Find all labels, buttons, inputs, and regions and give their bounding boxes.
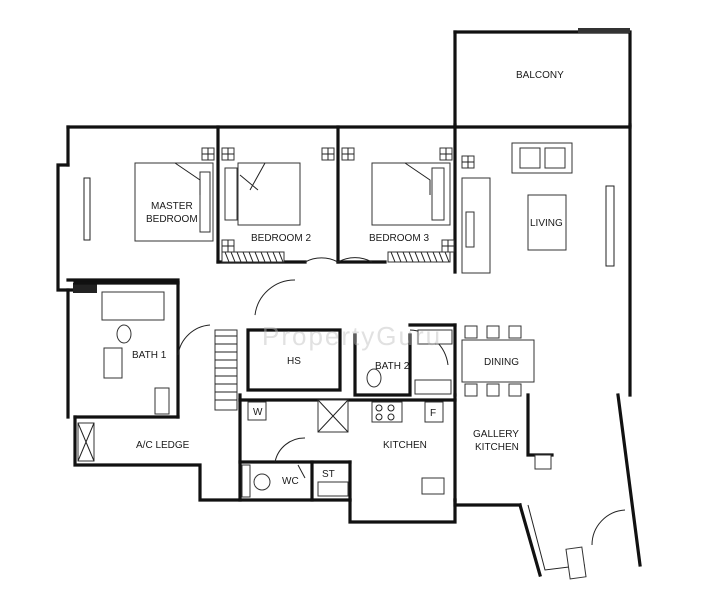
windows <box>214 251 451 411</box>
label-wc: WC <box>282 476 299 487</box>
label-gallery-kitchen-2: KITCHEN <box>475 442 519 453</box>
label-master-bedroom-1: MASTER <box>151 201 193 212</box>
tv-console <box>527 194 567 251</box>
label-gallery-kitchen-1: GALLERY <box>473 429 519 440</box>
fridge <box>424 401 444 423</box>
watermark: PropertyGuru <box>262 321 442 351</box>
bath2-toilet <box>366 368 382 388</box>
bedroom2-bed <box>237 162 301 226</box>
label-living: LIVING <box>530 218 563 229</box>
label-bedroom-2: BEDROOM 2 <box>251 233 311 244</box>
dining-table <box>461 339 535 383</box>
columns <box>201 147 475 253</box>
label-bedroom-3: BEDROOM 3 <box>369 233 429 244</box>
label-w: W <box>253 407 263 418</box>
w-machine <box>247 401 267 421</box>
outer-walls <box>56 28 642 577</box>
label-ac-ledge: A/C LEDGE <box>136 440 190 451</box>
label-hs: HS <box>287 356 301 367</box>
door-swings <box>177 257 626 546</box>
interior-walls <box>66 123 554 502</box>
label-master-bedroom-2: BEDROOM <box>146 214 198 225</box>
label-dining: DINING <box>484 357 519 368</box>
label-bath-1: BATH 1 <box>132 350 167 361</box>
label-st: ST <box>322 469 335 480</box>
room-labels: BALCONY MASTER BEDROOM BEDROOM 2 BEDROOM… <box>132 70 564 487</box>
label-f: F <box>430 408 436 419</box>
wc-toilet <box>253 473 271 491</box>
bath1-toilet <box>116 324 132 344</box>
bath1-vanity <box>103 347 123 379</box>
label-bath-2: BATH 2 <box>375 361 410 372</box>
furniture <box>77 142 587 580</box>
label-kitchen: KITCHEN <box>383 440 427 451</box>
bath1-tub <box>101 291 165 321</box>
label-balcony: BALCONY <box>516 70 564 81</box>
